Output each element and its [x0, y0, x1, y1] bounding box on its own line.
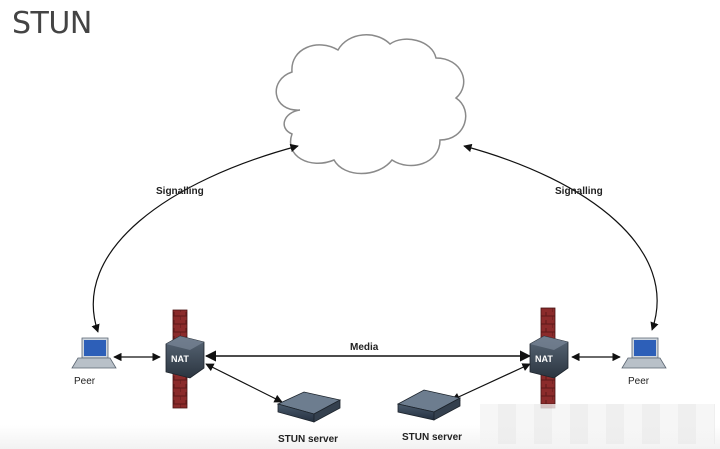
blurred-watermark-area: [480, 404, 715, 444]
nat-right-label: NAT: [535, 354, 553, 364]
signalling-left-label: Signalling: [156, 186, 204, 197]
internet-cloud-icon: [275, 34, 467, 175]
media-label: Media: [350, 342, 379, 353]
laptop-right-icon: [621, 337, 667, 369]
nat-left-icon: [165, 335, 205, 379]
stun-server-left-label: STUN server: [278, 434, 339, 445]
laptop-left-icon: [71, 337, 117, 369]
peer-left-label: Peer: [74, 376, 96, 387]
signalling-right-arrow: [463, 143, 659, 331]
slide-title: STUN: [12, 6, 92, 41]
stun-server-left-icon: [276, 391, 342, 423]
stun-server-right-icon: [396, 389, 462, 421]
signalling-right-label: Signalling: [555, 186, 603, 197]
peer-right-label: Peer: [628, 376, 650, 387]
nat-left-label: NAT: [171, 354, 189, 364]
nat-stun-right-arrow: [451, 363, 531, 401]
nat-right-icon: [529, 335, 569, 379]
stun-server-right-label: STUN server: [402, 432, 463, 443]
signalling-left-arrow: [91, 143, 299, 333]
nat-stun-left-arrow: [205, 363, 283, 403]
